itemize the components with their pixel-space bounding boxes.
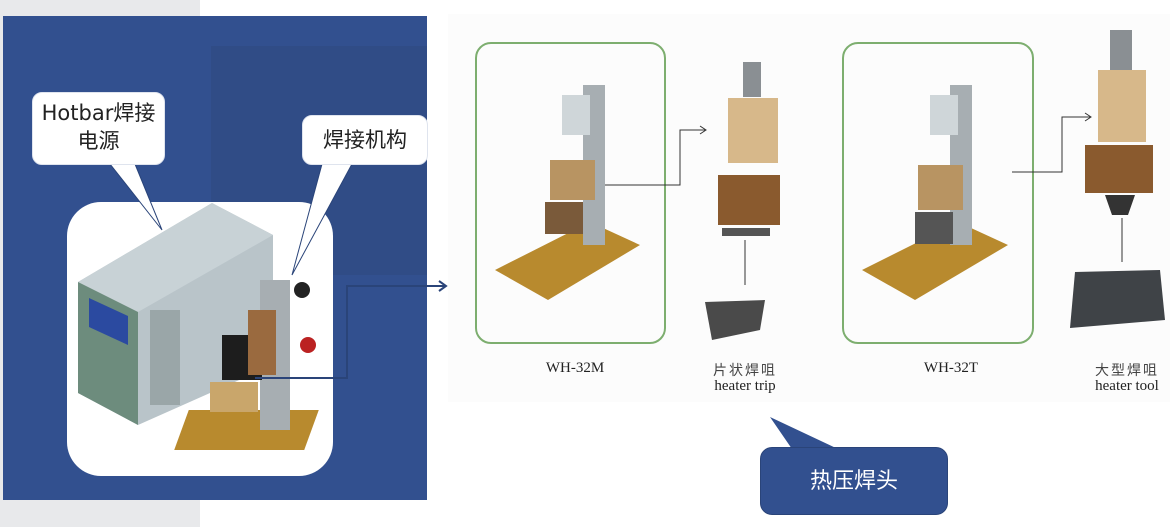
- callout-hot-press-head: 热压焊头: [760, 447, 948, 515]
- label-heater-trip-en: heater trip: [714, 378, 776, 394]
- product-frame-wh-32m: [475, 42, 666, 344]
- label-heater-tool-cn: 大型焊咀: [1095, 364, 1159, 379]
- label-wh-32t: WH-32T: [923, 360, 979, 376]
- label-wh-32m: WH-32M: [545, 360, 605, 376]
- callout-welding-mechanism: 焊接机构: [302, 115, 428, 165]
- label-heater-trip-cn: 片状焊咀: [713, 364, 777, 379]
- product-frame-wh-32t: [842, 42, 1034, 344]
- callout-power-supply: Hotbar焊接电源: [32, 92, 165, 165]
- label-heater-tool-en: heater tool: [1095, 378, 1159, 394]
